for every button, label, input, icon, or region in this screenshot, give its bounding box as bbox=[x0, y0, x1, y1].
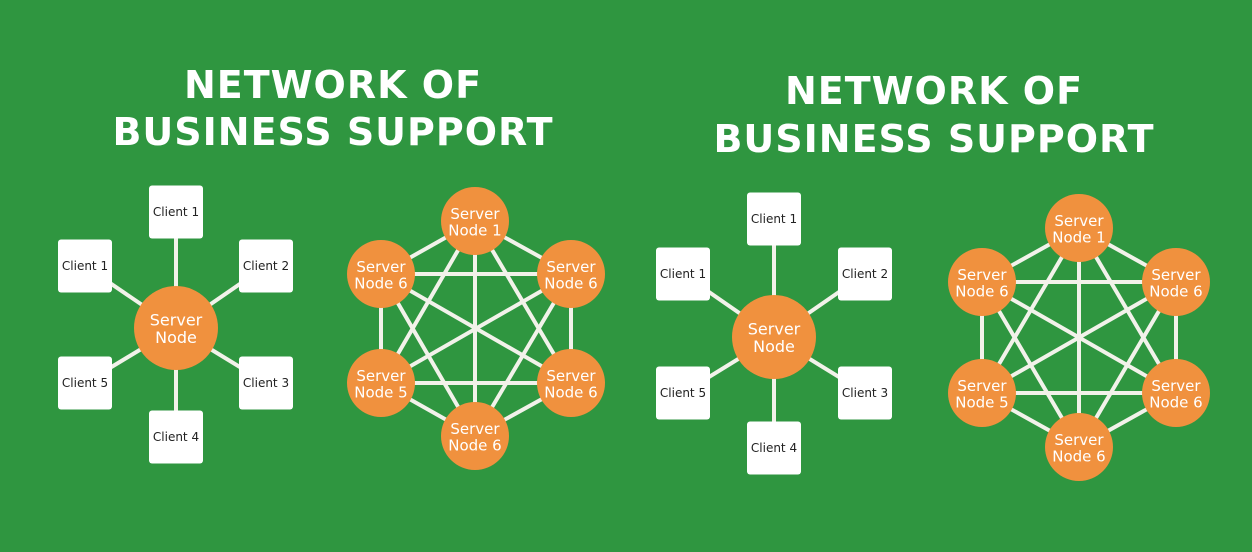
panel-2-client-label-6: Client 1 bbox=[660, 267, 706, 281]
panel-1-mesh-node-circle-4 bbox=[441, 402, 509, 470]
panel-2-server-node-circle bbox=[732, 295, 816, 379]
panel-1-client-box-4 bbox=[149, 410, 203, 464]
panel-1-client-label-6: Client 1 bbox=[62, 259, 108, 273]
panel-2-client-label-3: Client 3 bbox=[842, 386, 888, 400]
panel-2-client-label-4: Client 4 bbox=[751, 441, 797, 455]
panel-1-mesh-node-circle-6 bbox=[347, 240, 415, 308]
panel-2-title-line-1: NETWORK OF bbox=[785, 69, 1083, 113]
panel-1-client-box-6 bbox=[58, 239, 112, 293]
panel-1-client-label-4: Client 4 bbox=[153, 430, 199, 444]
panel-1-client-label-5: Client 5 bbox=[62, 376, 108, 390]
panel-1-client-box-5 bbox=[58, 356, 112, 410]
panel-2-mesh-node-circle-1 bbox=[1045, 194, 1113, 262]
panel-2-mesh-node-circle-4 bbox=[1045, 413, 1113, 481]
panel-2-client-box-2 bbox=[838, 247, 892, 301]
panel-2-client-label-2: Client 2 bbox=[842, 267, 888, 281]
panel-2-client-box-4 bbox=[747, 421, 801, 475]
panel-1-client-label-2: Client 2 bbox=[243, 259, 289, 273]
panel-1-mesh-node-circle-1 bbox=[441, 187, 509, 255]
panel-1-client-label-3: Client 3 bbox=[243, 376, 289, 390]
panel-2-title-line-2: BUSINESS SUPPORT bbox=[713, 117, 1154, 161]
panel-2-client-label-5: Client 5 bbox=[660, 386, 706, 400]
panel-1-mesh-node-circle-5 bbox=[347, 349, 415, 417]
panel-2-client-box-3 bbox=[838, 366, 892, 420]
panel-2-client-box-5 bbox=[656, 366, 710, 420]
panel-2-mesh-node-circle-5 bbox=[948, 359, 1016, 427]
panel-2-mesh-node-circle-2 bbox=[1142, 248, 1210, 316]
panel-2-mesh-node-circle-6 bbox=[948, 248, 1016, 316]
panel-1-client-box-1 bbox=[149, 185, 203, 239]
panel-1-title-line-1: NETWORK OF bbox=[184, 63, 482, 107]
panel-1-mesh-node-circle-2 bbox=[537, 240, 605, 308]
panel-1-mesh-link-3-6 bbox=[379, 272, 573, 385]
panel-2-mesh-link-3-6 bbox=[980, 280, 1178, 395]
panel-1-mesh-node-circle-3 bbox=[537, 349, 605, 417]
panel-2-client-box-6 bbox=[656, 247, 710, 301]
panel-1-client-label-1: Client 1 bbox=[153, 205, 199, 219]
panel-2-client-label-1: Client 1 bbox=[751, 212, 797, 226]
panel-2-client-box-1 bbox=[747, 192, 801, 246]
panel-1-title-line-2: BUSINESS SUPPORT bbox=[112, 110, 553, 154]
panel-1-client-box-3 bbox=[239, 356, 293, 410]
panel-2-mesh-node-circle-3 bbox=[1142, 359, 1210, 427]
panel-1-server-node-circle bbox=[134, 286, 218, 370]
panel-1-client-box-2 bbox=[239, 239, 293, 293]
